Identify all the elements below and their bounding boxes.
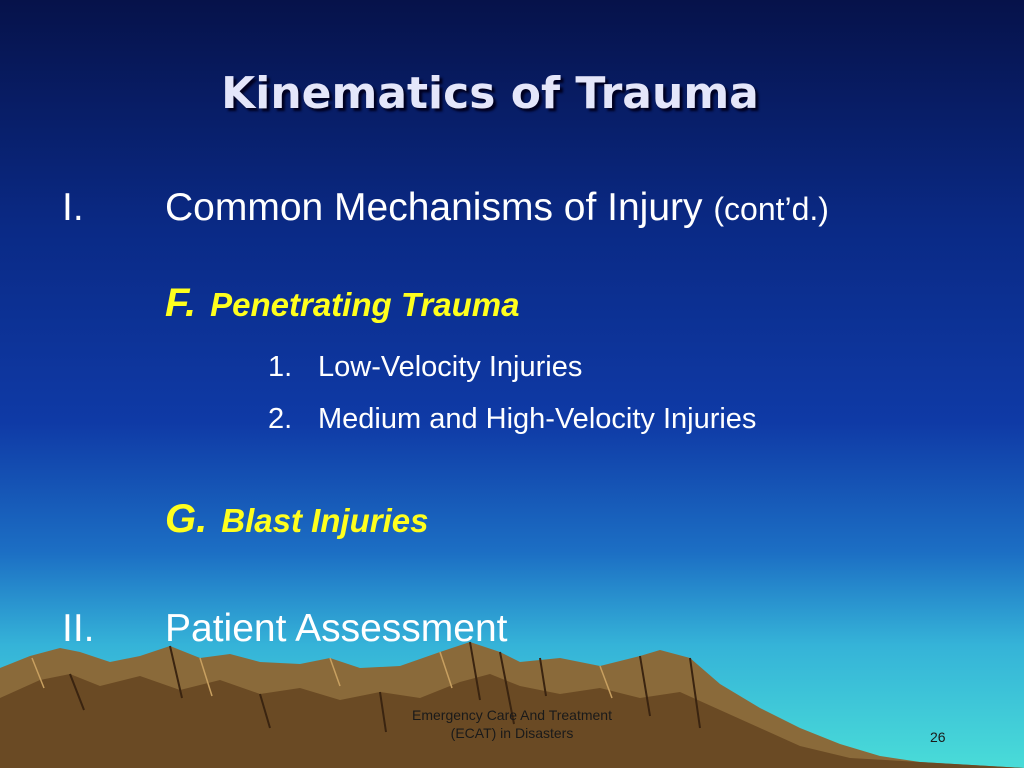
list-item: 2. Medium and High-Velocity Injuries [268,403,756,436]
section-2-text: Patient Assessment [165,607,508,650]
list-item-number: 2. [268,403,293,435]
mountain-ridges [69,641,701,733]
section-1-suffix: (cont’d.) [713,191,829,227]
footer-text: Emergency Care And Treatment (ECAT) in D… [372,706,652,742]
subsection-g-letter: G. [165,497,208,541]
subsection-g-text: Blast Injuries [221,502,429,539]
list-item-number: 1. [268,351,293,383]
list-item: 1. Low-Velocity Injuries [268,351,582,384]
page-number: 26 [930,729,946,745]
mountains-image [0,641,1024,768]
footer-line-2: (ECAT) in Disasters [450,725,574,741]
slide-title: Kinematics of Trauma [221,68,759,119]
list-item-text: Medium and High-Velocity Injuries [318,403,757,435]
subsection-f-text: Penetrating Trauma [210,286,520,323]
section-1-text: Common Mechanisms of Injury (cont’d.) [165,186,829,230]
section-2-number: II. [62,607,95,650]
mountain-range-front [0,674,1024,768]
footer-line-1: Emergency Care And Treatment [412,707,612,723]
section-1-number: I. [62,186,84,229]
subsection-f: F. Penetrating Trauma [165,281,519,326]
mountain-highlights [31,651,613,699]
list-item-text: Low-Velocity Injuries [318,351,583,383]
section-1-title: Common Mechanisms of Injury [165,186,703,229]
subsection-f-letter: F. [165,281,197,325]
subsection-g: G. Blast Injuries [165,497,428,542]
